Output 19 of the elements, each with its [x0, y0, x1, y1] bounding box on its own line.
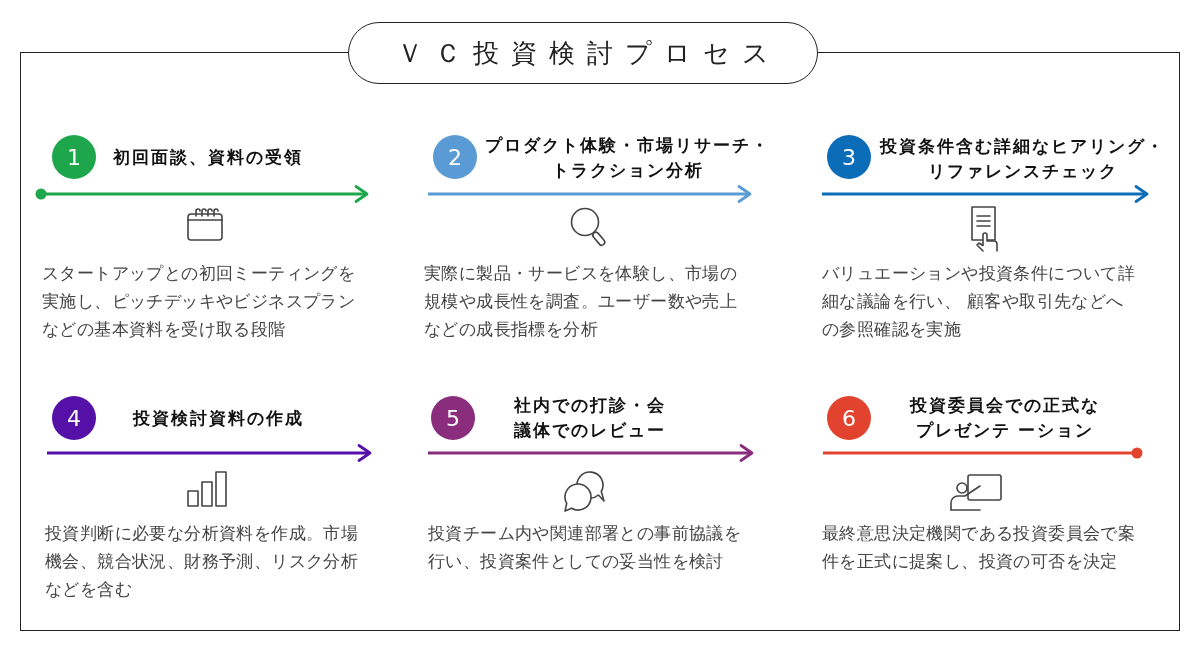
step-heading: 社内での打診・会議体でのレビュー	[513, 395, 667, 442]
title-banner: ＶＣ投資検討プロセス	[348, 22, 818, 84]
step-heading: 投資検討資料の作成	[133, 407, 305, 430]
step-description: 投資判断に必要な分析資料を作成。市場機会、競合状況、財務予測、リスク分析などを含む	[45, 522, 360, 601]
step-description: スタートアップとの初回ミーティングを実施し、ピッチデッキやビジネスプランなどの基本資料を受け取る段階	[42, 262, 357, 341]
step-description: 投資チーム内や関連部署との事前協議を行い、投資案件としての妥当性を検討	[428, 522, 743, 573]
step-number: 4	[52, 396, 96, 440]
step-heading: 初回面談、資料の受領	[113, 146, 304, 169]
step-heading: プロダクト体験・市場リサーチ・トラクション分析	[485, 135, 770, 182]
step-description: 実際に製品・サービスを体験し、市場の規模や成長性を調査。ユーザー数や売上などの成長指標を分析	[424, 262, 739, 341]
step-heading: 投資委員会での正式なプレゼンテ ーション	[908, 395, 1101, 442]
step-number: 3	[827, 135, 871, 179]
step-description: バリュエーションや投資条件について詳細な議論を行い、 顧客や取引先などへの参照確認を実施	[822, 262, 1137, 341]
step-description: 最終意思決定機関である投資委員会で案件を正式に提案し、投資の可否を決定	[822, 522, 1137, 573]
step-number: 2	[433, 135, 477, 179]
step-number: 6	[827, 396, 871, 440]
step-number: 5	[431, 396, 475, 440]
step-heading: 投資条件含む詳細なヒアリング・リファレンスチェック	[880, 136, 1165, 183]
step-number: 1	[52, 135, 96, 179]
